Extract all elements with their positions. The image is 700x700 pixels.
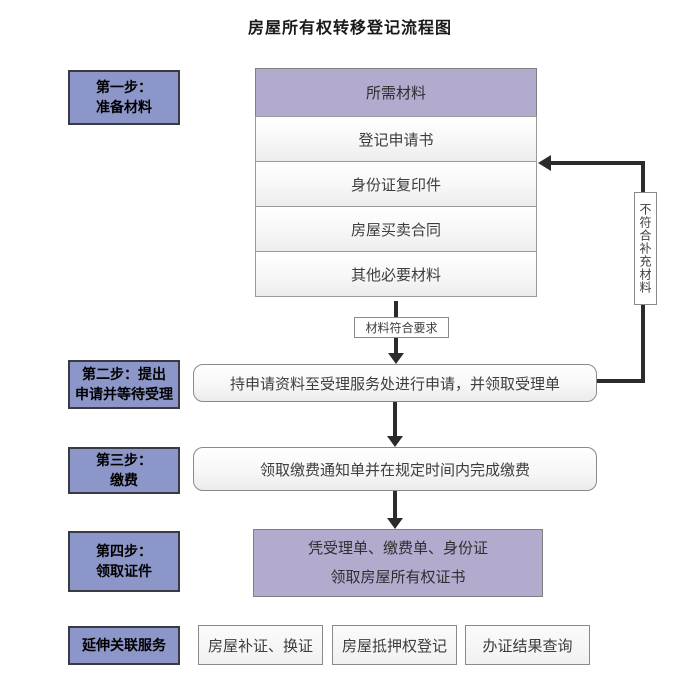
step-3-line1: 第三步： [96,452,152,469]
receive-line1: 凭受理单、缴费单、身份证 [307,539,488,557]
material-item: 房屋买卖合同 [255,206,537,252]
service-item-query: 办证结果查询 [465,625,590,665]
receive-line2: 领取房屋所有权证书 [330,568,466,586]
materials-header: 所需材料 [255,68,537,117]
feedback-line-bottom [597,379,645,383]
step-4-line2: 领取证件 [96,563,152,580]
step-2-label-box: 第二步：提出 申请并等待受理 [68,360,180,409]
services-label-box: 延伸关联服务 [68,626,180,665]
step-1-line2: 准备材料 [96,99,152,116]
arrowhead-pay-to-receive [387,518,403,529]
receive-certificate-box: 凭受理单、缴费单、身份证 领取房屋所有权证书 [253,529,543,597]
materials-stack: 所需材料 登记申请书 身份证复印件 房屋买卖合同 其他必要材料 [255,68,537,297]
page-title: 房屋所有权转移登记流程图 [247,18,452,37]
step-1-label-box: 第一步： 准备材料 [68,70,180,125]
apply-box: 持申请资料至受理服务处进行申请，并领取受理单 [193,364,597,402]
pass-condition-label: 材料符合要求 [354,317,449,338]
arrowhead-feedback-to-materials [538,155,551,171]
material-item: 其他必要材料 [255,251,537,297]
step-3-line2: 缴费 [110,472,138,489]
feedback-line-top [548,161,645,165]
material-item: 身份证复印件 [255,161,537,207]
service-item-reissue: 房屋补证、换证 [198,625,323,665]
step-2-line2: 申请并等待受理 [75,386,173,403]
step-1-line1: 第一步： [96,79,152,96]
pay-box: 领取缴费通知单并在规定时间内完成缴费 [193,447,597,491]
arrowhead-materials-to-apply [388,353,404,364]
material-item: 登记申请书 [255,116,537,162]
arrow-line-pay-to-receive [393,491,397,519]
service-item-mortgage: 房屋抵押权登记 [332,625,457,665]
arrow-line-apply-to-pay [393,402,397,437]
step-4-label-box: 第四步： 领取证件 [68,531,180,592]
step-2-line1: 第二步：提出 [82,366,166,383]
services-label: 延伸关联服务 [82,637,166,654]
step-3-label-box: 第三步： 缴费 [68,447,180,494]
fail-condition-label: 不符合补充材料 [634,192,657,305]
arrowhead-apply-to-pay [387,436,403,447]
step-4-line1: 第四步： [96,543,152,560]
